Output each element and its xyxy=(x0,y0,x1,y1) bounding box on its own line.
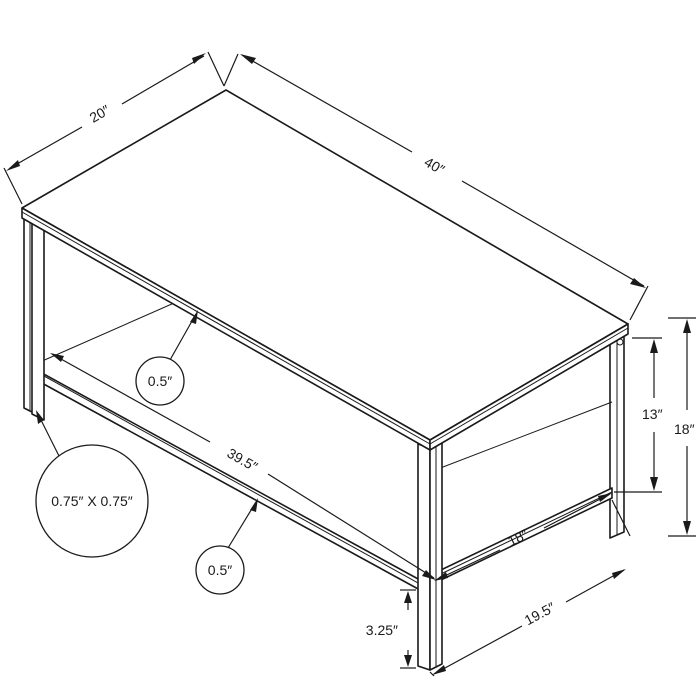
shelf-thickness-callout-circle xyxy=(195,545,245,595)
leg-size-callout-circle xyxy=(35,444,149,558)
frame-depth-label: 19.5″ xyxy=(522,599,558,628)
shelf-thickness-label: 0.5″ xyxy=(208,562,232,578)
depth-label: 20″ xyxy=(87,102,113,126)
shelf-height-label: 3.25″ xyxy=(366,622,398,638)
leg-size-label: 0.75″ X 0.75″ xyxy=(51,493,133,509)
shelf-length-label: 39.5″ xyxy=(225,445,261,475)
front-left-leg xyxy=(31,215,45,421)
shelf-clearance-label: 13″ xyxy=(642,406,663,422)
back-right-leg xyxy=(609,329,625,539)
top-thickness-callout-circle xyxy=(135,356,185,406)
dimension-lines xyxy=(3,51,696,677)
table-top xyxy=(21,89,629,462)
length-label: 40″ xyxy=(422,154,448,178)
total-height-label: 18″ xyxy=(674,421,695,437)
top-thickness-label: 0.5″ xyxy=(148,373,172,389)
callout-leaders xyxy=(36,310,258,549)
front-corner-leg xyxy=(417,441,443,671)
